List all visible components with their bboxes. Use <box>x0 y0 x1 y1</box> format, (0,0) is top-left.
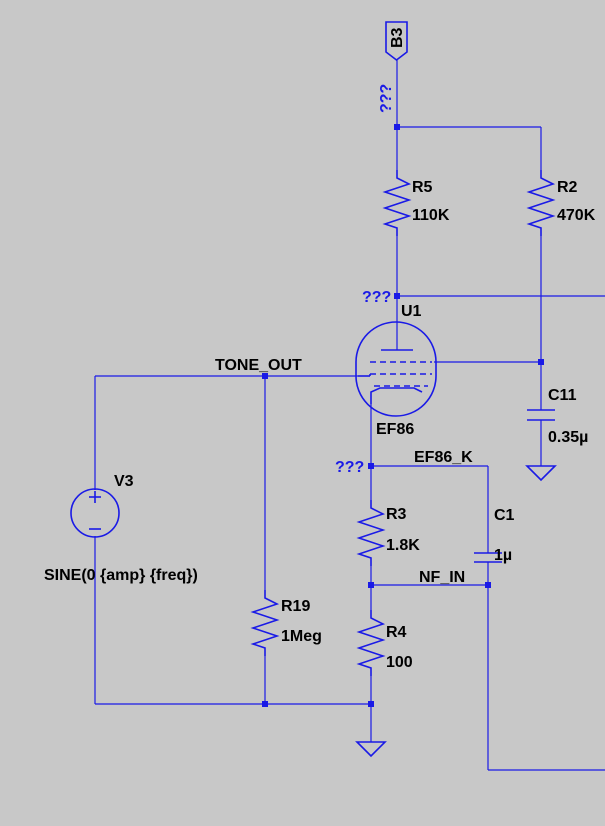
port-b3[interactable]: B3 <box>385 21 408 62</box>
resistor-r5[interactable]: R5 110K <box>382 170 450 236</box>
net-tone-out: TONE_OUT <box>215 357 302 374</box>
capacitor-c11[interactable]: C11 0.35µ <box>527 387 588 446</box>
junctions <box>262 124 544 707</box>
r19-value: 1Meg <box>281 628 322 645</box>
wires <box>94 60 605 771</box>
unknown-net-cathode: ??? <box>335 459 364 476</box>
net-ef86-k: EF86_K <box>414 449 473 466</box>
tube-u1[interactable]: U1 EF86 <box>355 303 437 438</box>
capacitor-c1[interactable]: C1 1µ <box>474 507 515 564</box>
voltage-source-v3[interactable]: V3 SINE(0 {amp} {freq}) <box>44 473 198 584</box>
resistor-r4[interactable]: R4 100 <box>356 610 413 676</box>
r4-value: 100 <box>386 654 413 671</box>
unknown-net-anode: ??? <box>362 289 391 306</box>
c1-ref: C1 <box>494 507 515 524</box>
r2-value: 470K <box>557 207 596 224</box>
u1-value: EF86 <box>376 421 414 438</box>
unknown-net-top: ??? <box>378 84 395 113</box>
ground-c11 <box>525 465 557 482</box>
ground-main <box>355 741 387 758</box>
r3-value: 1.8K <box>386 537 420 554</box>
r5-ref: R5 <box>412 179 433 196</box>
c11-value: 0.35µ <box>548 429 588 446</box>
resistor-r19[interactable]: R19 1Meg <box>250 590 322 656</box>
r4-ref: R4 <box>386 624 407 641</box>
c11-ref: C11 <box>548 387 577 404</box>
v3-ref: V3 <box>114 473 134 490</box>
u1-ref: U1 <box>401 303 422 320</box>
r2-ref: R2 <box>557 179 578 196</box>
port-b3-label: B3 <box>389 27 406 48</box>
r5-value: 110K <box>412 207 450 224</box>
net-nf-in: NF_IN <box>419 569 465 586</box>
r3-ref: R3 <box>386 506 407 523</box>
resistor-r3[interactable]: R3 1.8K <box>356 500 420 566</box>
v3-value: SINE(0 {amp} {freq}) <box>44 567 198 584</box>
resistor-r2[interactable]: R2 470K <box>526 170 596 236</box>
r19-ref: R19 <box>281 598 310 615</box>
c1-value: 1µ <box>494 547 512 564</box>
